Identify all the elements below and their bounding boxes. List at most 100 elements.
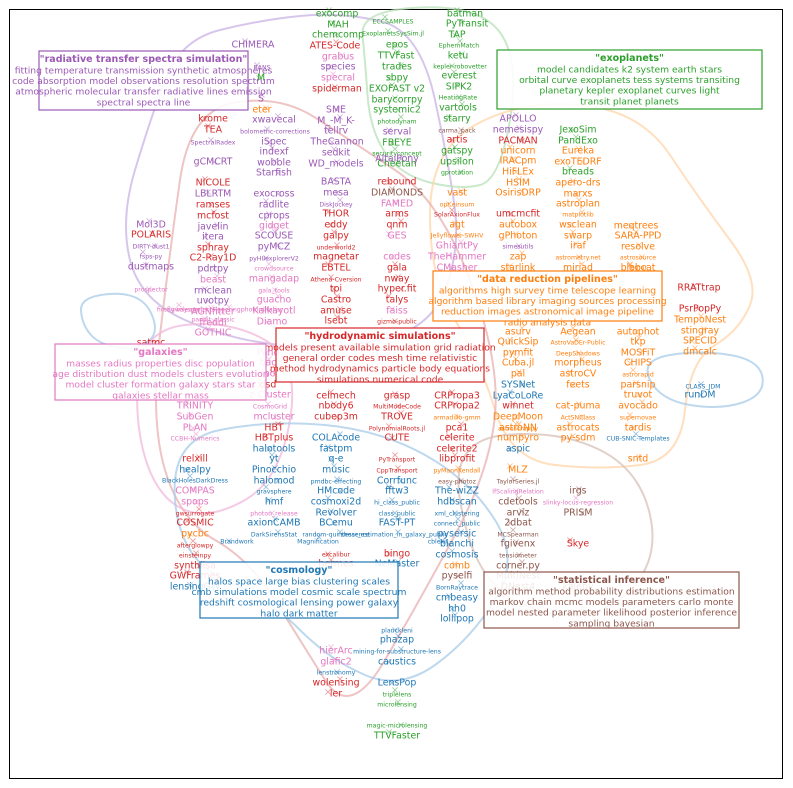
point-marker <box>519 382 525 388</box>
topic-keywords: algorithm method probability distributio… <box>488 587 735 598</box>
point-label: artis <box>447 135 468 146</box>
point-marker <box>325 261 331 267</box>
point-marker <box>202 234 208 240</box>
point-label: astroNN <box>499 423 537 434</box>
point-label: winnet <box>502 401 534 412</box>
point-marker <box>392 318 398 324</box>
point-label: astrometry.net <box>555 255 601 262</box>
point-label: TaylorSeries.jl <box>496 479 540 486</box>
point-label: SpectralRadex <box>191 140 236 147</box>
point-label: lensingGW <box>170 582 220 593</box>
point-label: fsps-py <box>140 254 163 261</box>
point-marker <box>392 510 398 516</box>
point-label: CppTransport <box>376 468 418 475</box>
point-marker <box>325 495 331 501</box>
point-marker <box>395 529 401 535</box>
point-label: CHIMERA <box>232 40 276 51</box>
point-marker <box>272 516 278 522</box>
point-marker <box>395 633 401 639</box>
point-marker <box>579 356 585 362</box>
point-label: agt <box>449 220 465 231</box>
point-marker <box>140 249 146 255</box>
point-label: sphray <box>197 243 229 254</box>
point-marker <box>449 137 455 143</box>
point-label: species <box>320 62 355 73</box>
point-marker <box>627 261 633 267</box>
point-label: astrosource <box>620 255 656 262</box>
point-label: celerite <box>439 433 474 444</box>
point-label: fgivenx <box>501 539 536 550</box>
topic-box-frame <box>275 327 485 383</box>
point-label: astroplan <box>556 199 600 210</box>
point-label: MLZ <box>508 465 528 476</box>
point-label: feets <box>566 380 590 391</box>
point-label: astroscrappy <box>498 426 538 433</box>
point-label: JexoSim <box>558 125 596 136</box>
topic-box-frame <box>483 571 740 629</box>
point-marker <box>334 669 340 675</box>
point-marker <box>398 156 404 162</box>
point-marker <box>386 75 392 81</box>
point-marker <box>458 580 464 586</box>
point-marker <box>386 423 392 429</box>
point-label: magic-microlensing <box>367 723 428 730</box>
point-label: pal <box>511 369 525 380</box>
point-marker <box>263 255 269 261</box>
point-marker <box>275 191 281 197</box>
topic-box-cosmology: "cosmology"halos space large bias cluste… <box>192 561 406 619</box>
topic-keywords: orbital curve exoplanets tess systems tr… <box>519 75 740 86</box>
point-marker <box>392 146 398 152</box>
point-marker <box>334 107 340 113</box>
point-marker <box>513 112 519 118</box>
point-label: HSIM <box>506 178 530 189</box>
point-label: tkp <box>630 337 645 348</box>
point-marker <box>266 211 272 217</box>
point-marker <box>449 497 455 503</box>
point-label: Cheetah <box>377 159 416 170</box>
point-label: dsd <box>260 380 277 391</box>
point-label: starry <box>443 114 471 125</box>
point-marker <box>449 606 455 612</box>
point-marker <box>570 382 576 388</box>
point-label: spops <box>181 497 209 508</box>
point-marker <box>519 250 525 256</box>
point-label: lsebt <box>325 316 348 327</box>
point-label: CRPropa2 <box>434 401 480 412</box>
point-marker <box>449 63 455 69</box>
point-marker <box>698 392 704 398</box>
point-label: sbpy <box>386 73 409 84</box>
point-marker <box>334 159 340 165</box>
point-label: magnetar <box>313 252 359 263</box>
point-label: serval <box>383 127 411 138</box>
point-marker <box>202 286 208 292</box>
point-marker <box>208 137 214 143</box>
point-marker <box>389 186 395 192</box>
point-marker <box>513 539 519 545</box>
point-label: guacho <box>257 295 292 306</box>
point-label: CHIPS <box>624 358 652 369</box>
point-marker <box>392 452 398 458</box>
point-marker <box>316 534 322 540</box>
point-label: spiderman <box>312 84 362 95</box>
point-marker <box>392 627 398 633</box>
point-label: gizmo-public <box>377 319 417 326</box>
point-label: hh0 <box>448 604 466 615</box>
point-label: lemur <box>629 265 647 272</box>
point-label: BASTA <box>321 177 352 188</box>
point-label: gravsphere <box>256 489 291 496</box>
point-marker <box>328 456 334 462</box>
point-label: HBTplus <box>255 433 294 444</box>
point-marker <box>389 680 395 686</box>
topic-keywords: code absorption model observations resol… <box>12 76 275 87</box>
point-marker <box>266 356 272 362</box>
point-label: shear_estimation_in_galaxy_public <box>340 532 448 539</box>
point-marker <box>325 126 331 132</box>
point-marker <box>196 454 202 460</box>
point-label: radlite <box>259 200 289 211</box>
point-marker <box>337 431 343 437</box>
point-marker <box>579 209 585 215</box>
point-label: galpy <box>323 231 349 242</box>
point-label: matplotlib <box>562 212 594 219</box>
point-marker <box>627 360 633 366</box>
point-marker <box>458 188 464 194</box>
